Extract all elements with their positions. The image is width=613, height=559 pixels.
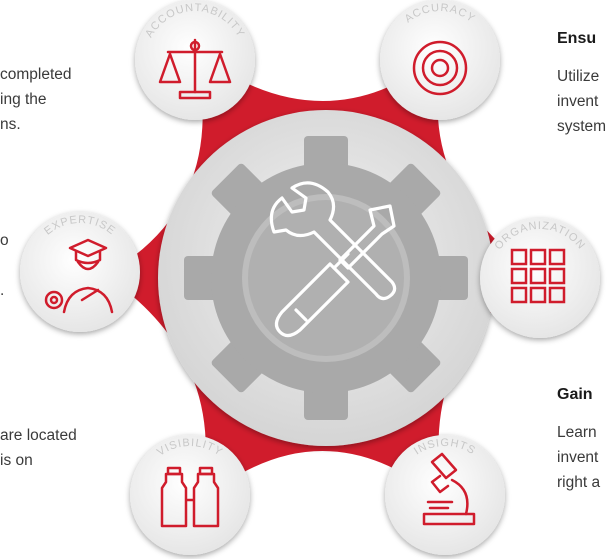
- left-top-line-1: completed: [0, 66, 72, 83]
- grid-icon: [510, 248, 566, 304]
- left-top-line-3: ns.: [0, 116, 21, 133]
- circle-insights: INSIGHTS: [385, 435, 505, 555]
- left-top-line-2: ing the: [0, 91, 47, 108]
- right-top-heading: Ensu: [557, 30, 597, 47]
- binoculars-icon: [160, 466, 220, 528]
- circle-accountability: ACCOUNTABILITY: [135, 0, 255, 120]
- right-bottom-line-3: right a: [557, 474, 601, 491]
- balance-scale-icon: [158, 38, 232, 100]
- target-icon: [412, 40, 468, 96]
- right-top-line-2: invent: [557, 93, 599, 110]
- right-bottom-heading: Gain: [557, 386, 593, 403]
- gear-icon: [184, 136, 468, 420]
- right-bottom-line-2: invent: [557, 449, 599, 466]
- left-mid-line-1: o: [0, 232, 9, 249]
- circle-expertise: EXPERTISE: [20, 212, 140, 332]
- circle-visibility: VISIBILITY: [130, 435, 250, 555]
- right-top-line-1: Utilize: [557, 68, 600, 85]
- right-bottom-line-1: Learn: [557, 424, 597, 441]
- graduate-gear-icon: [44, 238, 114, 314]
- circle-organization: ORGANIZATION: [480, 218, 600, 338]
- wrench-screwdriver-icon: [269, 181, 397, 338]
- microscope-icon: [422, 452, 476, 526]
- right-top-line-3: system: [557, 118, 607, 135]
- left-mid-line-2: .: [0, 282, 5, 299]
- circle-accuracy: ACCURACY: [380, 0, 500, 120]
- left-bottom-line-2: is on: [0, 452, 33, 469]
- left-bottom-line-1: are located: [0, 427, 77, 444]
